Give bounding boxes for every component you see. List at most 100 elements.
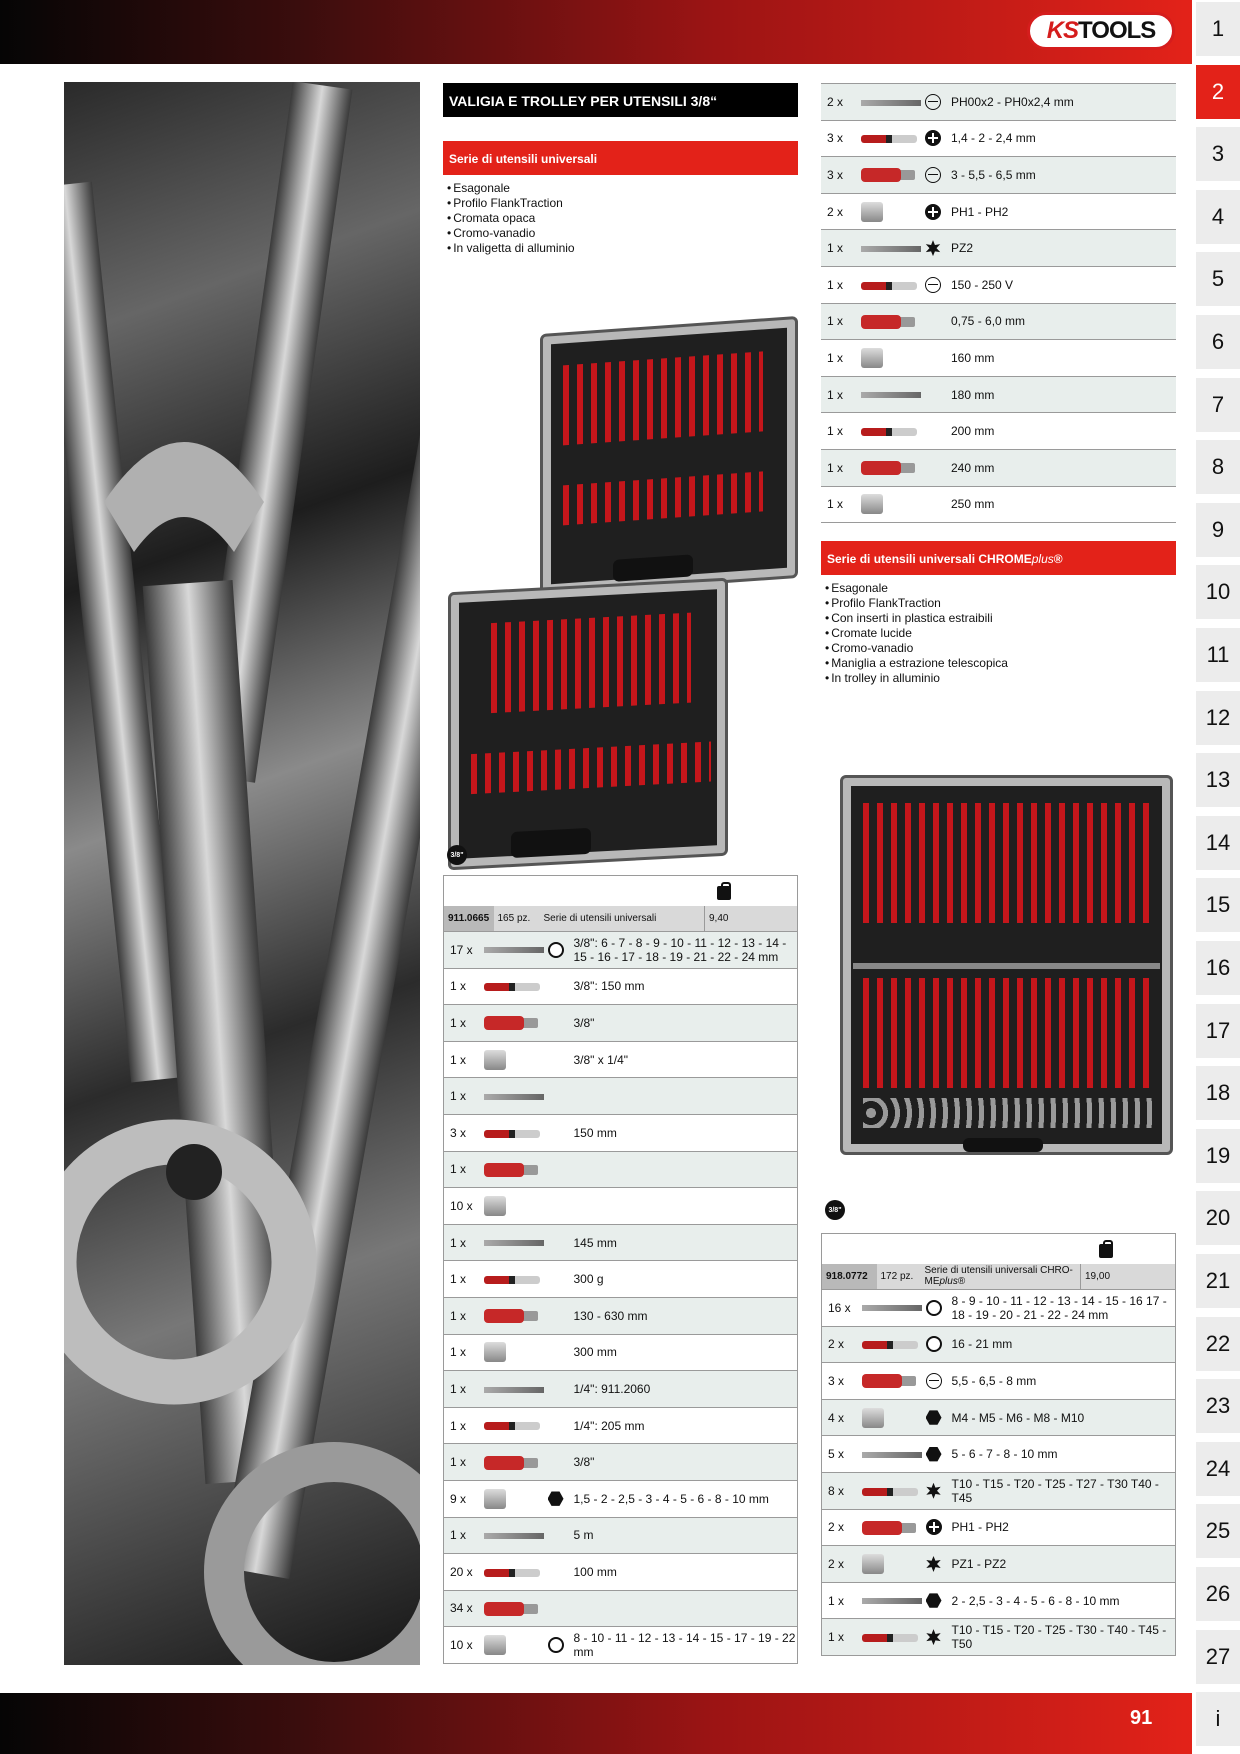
tab-4[interactable]: 4	[1196, 189, 1240, 248]
tab-18[interactable]: 18	[1196, 1066, 1240, 1125]
tool-icon	[861, 461, 901, 476]
quantity: 34 x	[443, 1590, 484, 1628]
set1-heading: Serie di utensili universali	[443, 141, 798, 175]
ring-profile-icon	[925, 1336, 942, 1353]
quantity: 1 x	[443, 1517, 484, 1555]
article-pieces: 165 pz.	[493, 906, 540, 932]
quantity: 1 x	[443, 1004, 484, 1042]
table-row: 1 x	[443, 1077, 798, 1115]
hex-profile-icon	[925, 1410, 942, 1425]
article-name-2: Serie di utensili universali CHRO-MEplus…	[920, 1264, 1081, 1290]
tab-13[interactable]: 13	[1196, 753, 1240, 812]
tab-22[interactable]: 22	[1196, 1316, 1240, 1375]
tab-8[interactable]: 8	[1196, 440, 1240, 499]
tab-27[interactable]: 27	[1196, 1629, 1240, 1688]
set2-heading-main: Serie di utensili universali CHROME	[827, 552, 1032, 566]
quantity: 9 x	[443, 1480, 484, 1518]
article-row: 911.0665 165 pz. Serie di utensili unive…	[443, 906, 798, 932]
description	[567, 1590, 798, 1628]
tab-15[interactable]: 15	[1196, 878, 1240, 937]
quantity: 1 x	[821, 266, 861, 304]
quantity: 2 x	[821, 1509, 862, 1547]
feature-item: Maniglia a estrazione telescopica	[825, 656, 1008, 671]
quantity: 1 x	[821, 1582, 862, 1620]
tab-19[interactable]: 19	[1196, 1128, 1240, 1187]
description: 3 - 5,5 - 6,5 mm	[945, 156, 1176, 194]
description: M4 - M5 - M6 - M8 - M10	[945, 1399, 1176, 1437]
tab-23[interactable]: 23	[1196, 1379, 1240, 1438]
description	[567, 1077, 798, 1115]
quantity: 1 x	[443, 968, 484, 1006]
tab-3[interactable]: 3	[1196, 127, 1240, 186]
tool-icon	[483, 1342, 506, 1363]
tab-10[interactable]: 10	[1196, 565, 1240, 624]
description: 145 mm	[567, 1224, 798, 1262]
logo-tools-text: TOOLS	[1078, 17, 1156, 44]
quantity: 10 x	[443, 1187, 484, 1225]
table-row: 1 x 3/8"	[443, 1004, 798, 1042]
tool-icon	[483, 1016, 524, 1031]
quantity: 1 x	[821, 1618, 862, 1656]
quantity: 1 x	[821, 449, 861, 487]
tab-7[interactable]: 7	[1196, 377, 1240, 436]
tool-icon	[861, 168, 901, 183]
tool-image-cell	[483, 968, 568, 1006]
tool-icon	[861, 1487, 918, 1496]
tab-17[interactable]: 17	[1196, 1003, 1240, 1062]
tab-12[interactable]: 12	[1196, 690, 1240, 749]
tool-icon	[861, 314, 901, 329]
tool-icon	[861, 494, 883, 515]
table-row: 1 x 200 mm	[821, 412, 1176, 450]
tab-20[interactable]: 20	[1196, 1191, 1240, 1250]
tab-6[interactable]: 6	[1196, 315, 1240, 373]
tool-image-cell	[861, 412, 945, 450]
quantity: 1 x	[821, 412, 861, 450]
tool-image-cell	[861, 120, 945, 158]
tab-i[interactable]: i	[1196, 1692, 1240, 1751]
tab-16[interactable]: 16	[1196, 941, 1240, 999]
tab-9[interactable]: 9	[1196, 502, 1240, 561]
tab-26[interactable]: 26	[1196, 1567, 1240, 1625]
torx-profile-icon	[926, 1482, 941, 1499]
tab-24[interactable]: 24	[1196, 1441, 1240, 1500]
tab-11[interactable]: 11	[1196, 628, 1240, 686]
set2-table: 918.0772 172 pz. Serie di utensili unive…	[821, 1233, 1176, 1656]
set1-features: EsagonaleProfilo FlankTractionCromata op…	[447, 181, 574, 256]
description: 200 mm	[945, 412, 1176, 450]
tool-image-cell	[861, 266, 945, 304]
quantity: 1 x	[821, 486, 861, 524]
hex-profile-icon	[925, 1446, 942, 1462]
tool-icon	[861, 347, 883, 368]
feature-item: Cromate lucide	[825, 626, 1008, 641]
tab-1[interactable]: 1	[1196, 2, 1240, 60]
description: PH00x2 - PH0x2,4 mm	[945, 83, 1176, 121]
description: T10 - T15 - T20 - T25 - T30 - T40 - T45 …	[945, 1618, 1176, 1656]
tool-image-cell	[861, 339, 945, 377]
article-name-2-main: Serie di utensili universali CHRO-ME	[924, 1265, 1073, 1288]
tool-image-cell	[861, 486, 945, 524]
weight-header-2	[821, 1233, 1176, 1264]
tab-2[interactable]: 2	[1196, 64, 1240, 123]
tool-icon	[483, 1568, 540, 1577]
tab-14[interactable]: 14	[1196, 815, 1240, 874]
tool-image-cell	[483, 1077, 568, 1115]
tool-image-cell	[483, 1260, 568, 1298]
description: 3/8"	[567, 1004, 798, 1042]
tab-21[interactable]: 21	[1196, 1254, 1240, 1312]
tool-image-cell	[861, 83, 945, 121]
tab-5[interactable]: 5	[1196, 252, 1240, 311]
tool-image-cell	[483, 1517, 568, 1555]
tool-image-cell	[861, 1509, 946, 1547]
description: 160 mm	[945, 339, 1176, 377]
tool-image-cell	[861, 1545, 946, 1583]
description	[567, 1151, 798, 1189]
tab-25[interactable]: 25	[1196, 1504, 1240, 1563]
